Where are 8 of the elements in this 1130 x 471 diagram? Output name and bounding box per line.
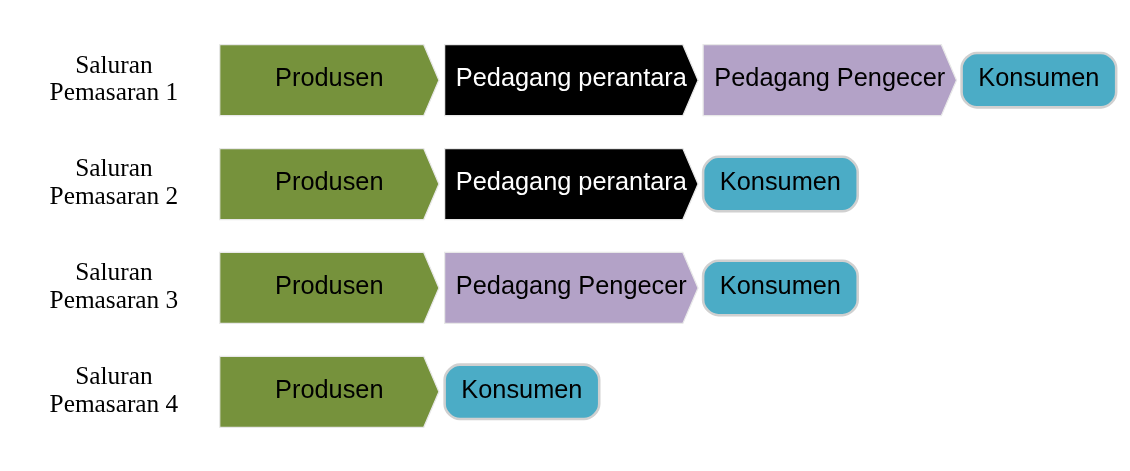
label: Saluran Pemasaran 1 (49, 49, 179, 105)
label: Saluran Pemasaran 3 (49, 256, 179, 313)
node-box: Konsumen (701, 258, 859, 316)
node-box: Konsumen (701, 155, 859, 213)
node-box: Konsumen (960, 51, 1118, 109)
node-box: Konsumen (443, 362, 601, 420)
label: Saluran Pemasaran 2 (49, 152, 179, 209)
label: Saluran Pemasaran 4 (49, 360, 179, 417)
